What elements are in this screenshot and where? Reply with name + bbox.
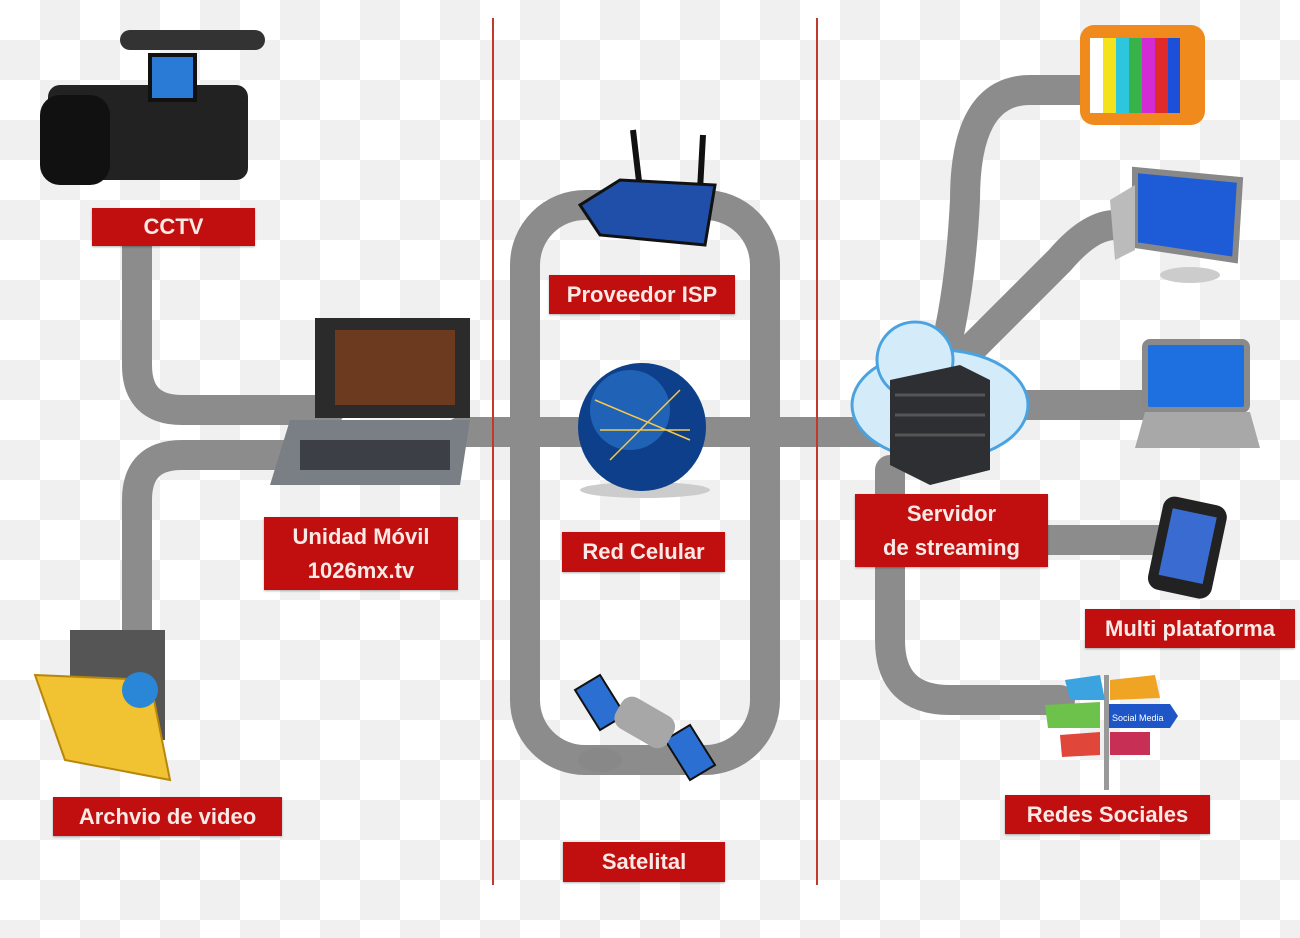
label-text: 1026mx.tv	[307, 557, 415, 583]
label-text: Unidad Móvil	[292, 523, 430, 549]
label-server: Servidor de streaming	[855, 494, 1048, 567]
road-archive	[122, 440, 315, 655]
label-multiplatform: Multi plataforma	[1085, 609, 1295, 648]
label-text: de streaming	[883, 534, 1020, 560]
video-folder-icon	[33, 630, 172, 782]
desktop-monitor-icon	[1110, 166, 1244, 283]
globe-network-icon	[578, 363, 710, 498]
smartphone-icon	[1147, 496, 1227, 599]
video-camera-icon	[40, 30, 265, 185]
label-text: Red Celular	[582, 539, 705, 564]
social-media-signpost-icon: Social Media	[1045, 675, 1178, 790]
label-isp: Proveedor ISP	[549, 275, 735, 314]
road-cctv	[122, 230, 345, 425]
wireless-router-icon	[577, 129, 717, 247]
sign-text: Social Media	[1112, 713, 1164, 723]
label-social: Redes Sociales	[1005, 795, 1210, 834]
label-cctv: CCTV	[92, 208, 255, 246]
label-cellular: Red Celular	[562, 532, 725, 572]
label-text: Proveedor ISP	[566, 281, 718, 307]
label-text: Satelital	[601, 849, 687, 874]
laptop-icon	[1135, 339, 1260, 448]
label-satellite: Satelital	[563, 842, 725, 882]
road-social	[875, 455, 1075, 715]
label-archive: Archvio de video	[53, 797, 282, 836]
satellite-icon	[573, 673, 717, 782]
label-mobile-unit: Unidad Móvil 1026mx.tv	[264, 517, 458, 590]
cloud-server-icon	[850, 320, 1030, 485]
label-text: CCTV	[143, 214, 204, 239]
label-text: Redes Sociales	[1026, 801, 1189, 827]
television-icon	[1080, 25, 1205, 125]
road-tv	[925, 75, 1100, 385]
portable-production-unit-icon	[270, 318, 470, 485]
roads	[122, 75, 1175, 775]
label-text: Servidor	[906, 500, 997, 526]
label-text: Archvio de video	[78, 803, 257, 829]
label-text: Multi plataforma	[1105, 615, 1275, 641]
road-monitor	[945, 210, 1130, 375]
